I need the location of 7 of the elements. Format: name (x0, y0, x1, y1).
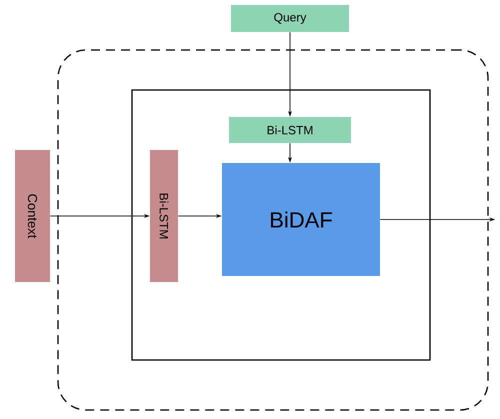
input-box: Query (231, 5, 349, 32)
dashed-frame (57, 49, 489, 411)
input-box: Context (15, 150, 50, 282)
layer-frame (131, 89, 431, 361)
attention-box: BiDAF (222, 163, 380, 276)
lstm-box: Bi-LSTM (150, 150, 178, 282)
lstm-box: Bi-LSTM (229, 117, 351, 143)
